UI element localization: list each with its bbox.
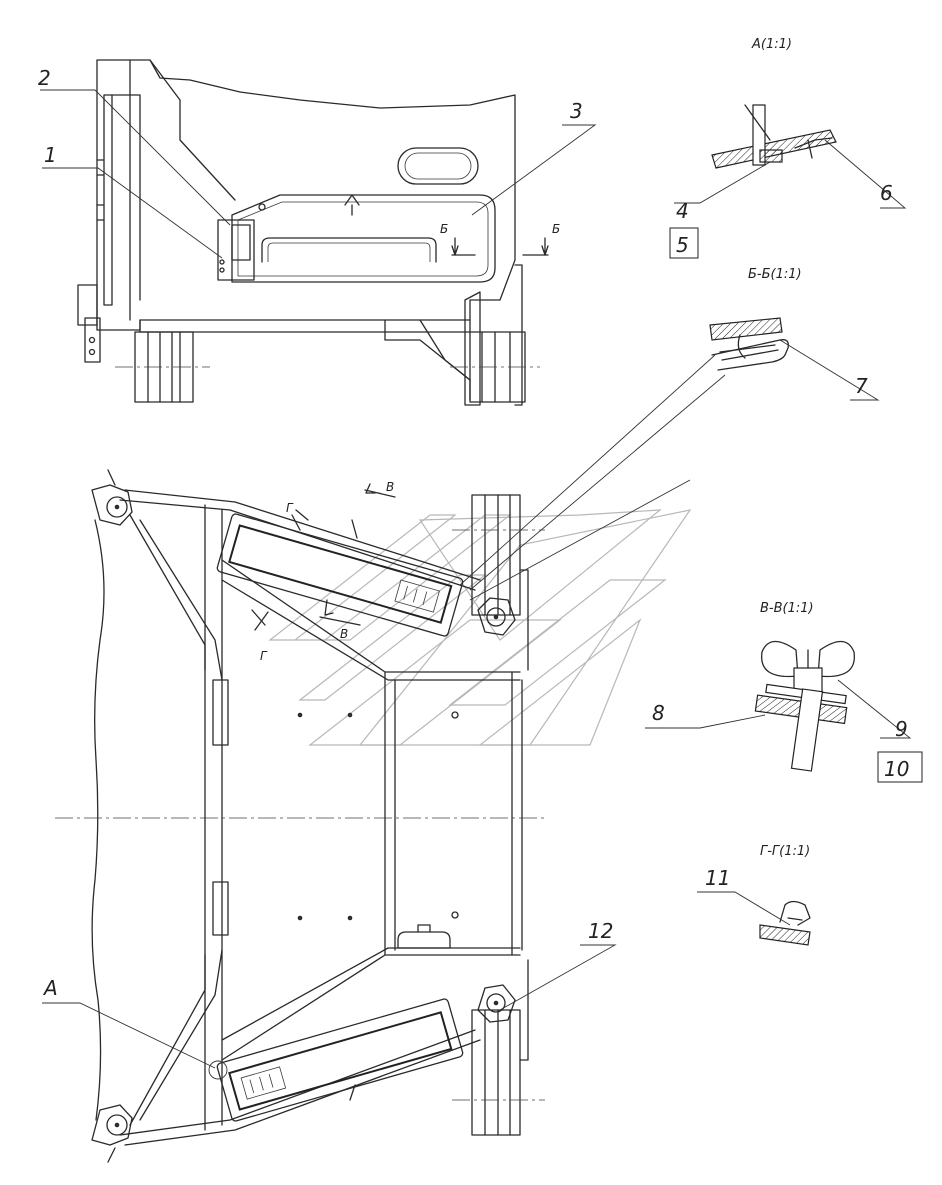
callout-5-box (669, 227, 699, 259)
section-b-b (709, 317, 789, 371)
section-v-v (754, 640, 855, 772)
callout-10: 10 (884, 757, 909, 781)
callout-7: 7 (855, 374, 868, 398)
callout-2: 2 (38, 66, 51, 90)
section-g-g (759, 900, 811, 946)
watermark-logo (268, 509, 692, 746)
section-mark-g-bottom: Г (260, 649, 268, 663)
leader-lines (40, 89, 912, 1080)
title-detail-a: А(1:1) (751, 37, 792, 52)
callout-3: 3 (570, 99, 583, 123)
title-section-g-g: Г-Г(1:1) (760, 844, 810, 859)
callout-9: 9 (895, 717, 908, 741)
callout-11: 11 (705, 866, 730, 890)
plan-view (55, 469, 545, 1163)
section-mark-b-right: Б (552, 222, 560, 236)
callout-6: 6 (880, 181, 893, 205)
section-mark-v-bottom: В (340, 627, 348, 641)
callout-12: 12 (588, 919, 613, 943)
side-view (77, 59, 549, 406)
callout-4: 4 (676, 199, 689, 223)
callout-10-box (877, 751, 923, 783)
callout-5: 5 (676, 233, 689, 257)
section-mark-b-left: Б (440, 222, 448, 236)
callout-a: А (42, 976, 58, 1000)
title-section-v-v: В-В(1:1) (760, 601, 814, 616)
section-mark-g-top: Г (286, 501, 294, 515)
callout-8: 8 (652, 701, 665, 725)
title-section-b-b: Б-Б(1:1) (748, 267, 802, 282)
section-mark-v-top: В (386, 480, 394, 494)
detail-a (711, 104, 837, 169)
callout-1: 1 (44, 143, 57, 167)
